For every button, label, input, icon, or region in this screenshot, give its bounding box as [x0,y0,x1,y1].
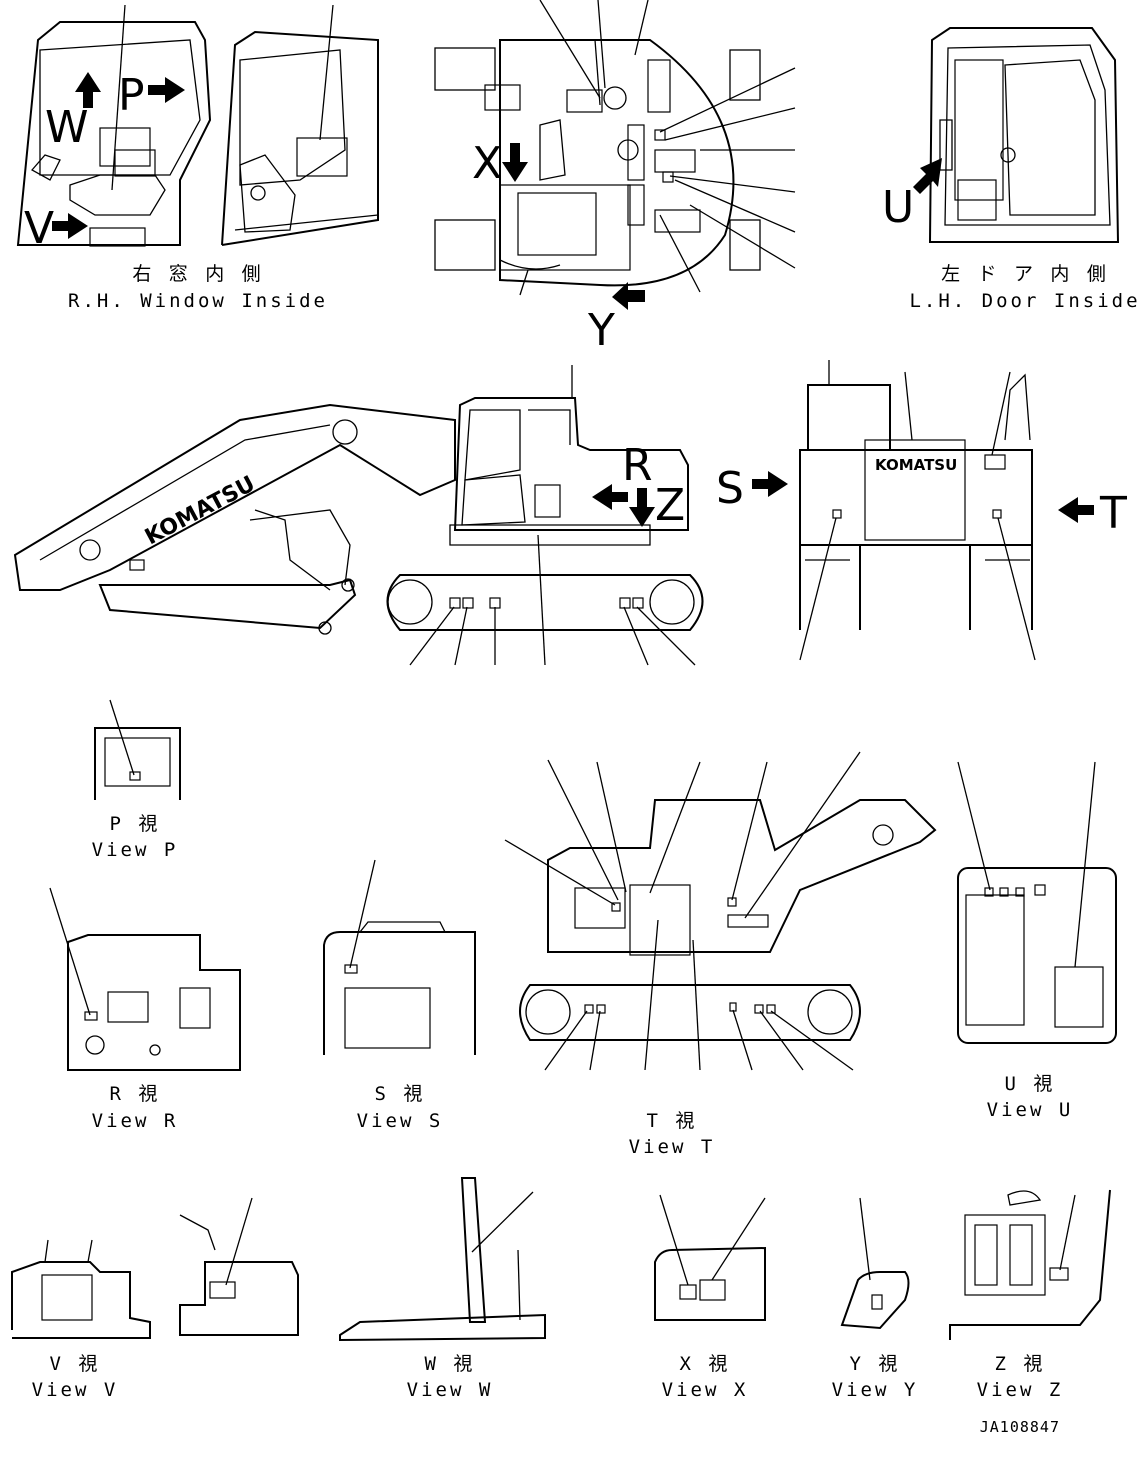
caption-lh-door: 左 ド ア 内 側 L.H. Door Inside [909,263,1137,312]
svg-text:T: T [1099,488,1127,539]
svg-text:P 視: P 視 [110,813,161,835]
view-arrow-w: W [45,72,101,153]
view-arrow-t: T [1058,488,1127,539]
svg-text:View W: View W [407,1379,494,1401]
svg-text:V 視: V 視 [50,1353,101,1375]
svg-text:U: U [882,182,914,233]
top-view-plan [434,0,796,296]
svg-text:右 窓 内 側: 右 窓 内 側 [132,263,263,285]
svg-text:View Z: View Z [977,1379,1064,1401]
svg-text:S: S [716,463,744,514]
view-arrow-s: S [716,463,788,514]
svg-text:U 視: U 視 [1005,1073,1056,1095]
view-arrow-x: X [472,138,528,189]
excavator-rear-view: KOMATSU [799,360,1036,661]
view-arrow-u: U [882,158,942,233]
svg-text:P: P [118,70,145,121]
excavator-side-view: KOMATSU [13,365,704,666]
svg-text:L.H. Door Inside: L.H. Door Inside [909,290,1137,312]
rh-window-inside-panel [16,4,379,247]
svg-text:View V: View V [32,1379,119,1401]
caption-rh-window: 右 窓 内 側 R.H. Window Inside [68,263,328,312]
view-z-detail: Z 視 View Z [949,1189,1111,1401]
svg-text:左 ド ア 内 側: 左 ド ア 内 側 [941,263,1109,285]
view-v-detail: V 視 View V [11,1239,151,1401]
view-arrow-r: R [592,440,653,510]
svg-text:R 視: R 視 [110,1083,161,1105]
svg-text:View U: View U [987,1099,1074,1121]
view-arrow-p: P [118,70,185,121]
view-y-detail: Y 視 View Y [832,1197,919,1401]
view-arrow-v: V [24,203,88,254]
svg-text:View S: View S [357,1110,444,1132]
view-arrow-y: Y [587,282,645,356]
view-x-detail: X 視 View X [654,1194,766,1401]
svg-text:Z: Z [655,480,685,531]
view-r-detail: R 視 View R [49,887,241,1132]
svg-text:Y 視: Y 視 [850,1353,901,1375]
svg-text:View X: View X [662,1379,749,1401]
view-p-detail: P 視 View P [92,699,181,861]
svg-text:View R: View R [92,1110,179,1132]
view-t-detail: T 視 View T [504,751,937,1158]
svg-text:T 視: T 視 [647,1110,698,1132]
svg-text:X 視: X 視 [680,1353,731,1375]
svg-text:X: X [472,138,502,189]
svg-text:KOMATSU: KOMATSU [875,456,957,474]
svg-text:View T: View T [629,1136,716,1158]
view-u-detail: U 視 View U [957,761,1117,1121]
svg-text:Z 視: Z 視 [995,1353,1046,1375]
svg-text:Y: Y [587,305,615,356]
view-w-detail: W 視 View W [339,1177,546,1401]
svg-text:R: R [622,440,653,491]
svg-text:R.H. Window Inside: R.H. Window Inside [68,290,328,312]
view-arrow-z: Z [629,480,685,531]
drawing-code: JA108847 [980,1418,1060,1436]
svg-text:View P: View P [92,839,179,861]
svg-text:W 視: W 視 [425,1353,476,1375]
svg-text:W: W [45,102,89,153]
svg-text:S 視: S 視 [375,1083,426,1105]
lh-door-inside-panel [928,27,1120,243]
svg-text:View Y: View Y [832,1379,919,1401]
svg-text:V: V [24,203,54,254]
svg-text:KOMATSU: KOMATSU [141,472,259,551]
view-s-detail: S 視 View S [323,859,476,1132]
view-detail-seat-base [179,1197,299,1336]
